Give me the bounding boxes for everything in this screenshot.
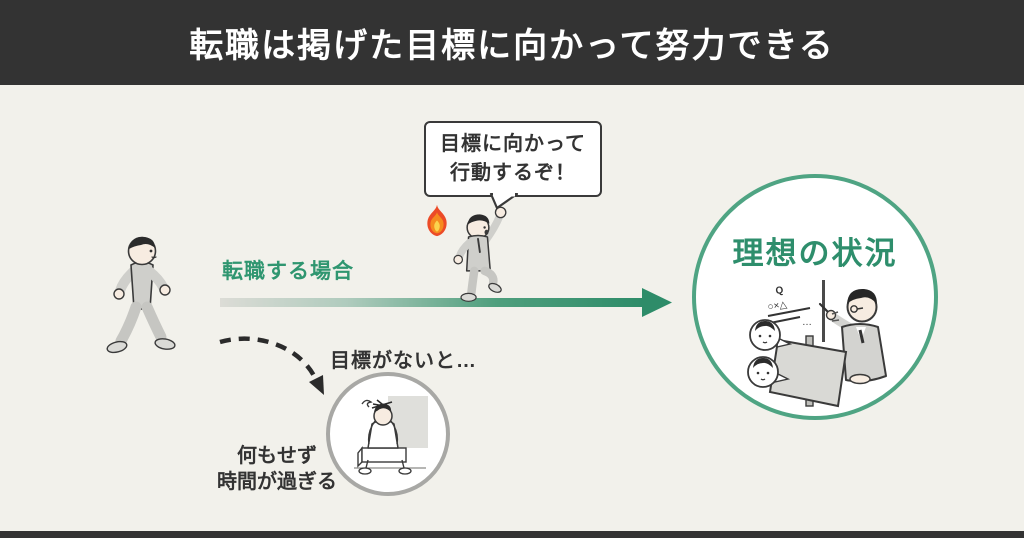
walking-person-illustration <box>106 236 176 354</box>
presentation-illustration: Q ○×△ … <box>747 280 887 408</box>
board-marks: ○×△ <box>767 299 788 313</box>
forward-gradient-arrow <box>220 288 672 317</box>
no-goal-circle <box>326 372 450 496</box>
speech-bubble-line1: 目標に向かって <box>440 133 586 155</box>
dashed-curved-arrow <box>219 336 324 395</box>
cheering-person-illustration <box>453 206 507 302</box>
speech-bubble: 目標に向かって 行動するぞ！ <box>424 121 602 209</box>
remote-avatar-2 <box>747 356 791 388</box>
ideal-situation-circle: 理想の状況 Q ○×△ … <box>692 174 938 420</box>
flame-icon <box>427 204 447 237</box>
idle-caption: 何もせず 時間が過ぎる <box>208 443 346 495</box>
header-bar: 転職は掲げた目標に向かって努力できる <box>0 0 1024 85</box>
no-goal-label: 目標がないと… <box>330 350 477 372</box>
board-dots: … <box>802 317 812 328</box>
page-title: 転職は掲げた目標に向かって努力できる <box>189 27 835 65</box>
remote-avatar-1 <box>749 319 793 351</box>
path-label-career-change: 転職する場合 <box>222 260 354 283</box>
speech-bubble-line2: 行動するぞ！ <box>450 162 576 184</box>
idle-caption-line2: 時間が過ぎる <box>217 471 337 493</box>
idle-caption-line1: 何もせず <box>237 445 317 467</box>
dejected-person-illustration <box>354 396 428 475</box>
board-mark-q: Q <box>775 285 784 297</box>
ideal-situation-title: 理想の状況 <box>732 236 898 271</box>
footer-bar <box>0 531 1024 538</box>
speech-bubble-tail <box>489 193 519 209</box>
